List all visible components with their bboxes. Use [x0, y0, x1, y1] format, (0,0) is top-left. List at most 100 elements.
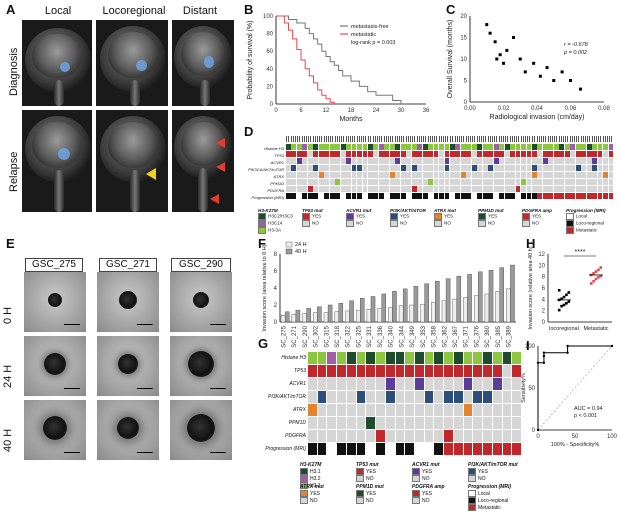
heatmap-row-label: TP53 — [274, 153, 284, 158]
heatmap-cell — [384, 158, 390, 165]
heatmap-cell — [395, 144, 401, 151]
x-tick-label: 24 — [373, 108, 380, 114]
e-row-label-40h: 40 H — [2, 428, 14, 452]
heatmap-cell — [384, 186, 390, 193]
legend-swatch — [468, 468, 476, 475]
heatmap-cell — [592, 151, 597, 158]
heatmap-cell — [411, 193, 417, 200]
legend-label: YES — [400, 213, 410, 219]
legend-item: H3.1 — [300, 468, 321, 475]
heatmap-cell — [492, 443, 502, 455]
x-tick-label: 12 — [323, 108, 330, 114]
panel-label-h: H — [526, 236, 536, 251]
legend-label: NO — [366, 497, 374, 504]
heatmap-cell — [406, 186, 412, 193]
legend-label: YES — [532, 213, 542, 219]
heatmap-cell — [444, 404, 453, 416]
y-tick-label: 8 — [542, 275, 546, 281]
heatmap-cell — [586, 179, 592, 186]
y-tick-label: 0 — [532, 428, 536, 434]
heatmap-cell — [405, 430, 414, 442]
legend-swatch — [566, 213, 574, 220]
heatmap-d-column-tick — [302, 136, 307, 142]
spheroid — [193, 292, 209, 308]
heatmap-cell — [385, 352, 395, 364]
heatmap-cell — [424, 352, 434, 364]
heatmap-cell — [366, 417, 376, 429]
heatmap-cell — [460, 172, 466, 179]
heatmap-cell — [406, 144, 412, 151]
heatmap-cell — [608, 165, 614, 172]
heatmap-cell — [317, 352, 327, 364]
heatmap-d-column-tick — [417, 136, 422, 142]
heatmap-cell — [483, 352, 492, 364]
heatmap-cell — [450, 172, 455, 179]
heatmap-cell — [385, 417, 395, 429]
heatmap-cell — [581, 193, 587, 200]
heatmap-cell — [346, 144, 351, 151]
heatmap-d-column-tick — [526, 136, 531, 142]
dot-point — [562, 303, 566, 307]
heatmap-cell — [597, 172, 603, 179]
bar — [334, 311, 339, 323]
heatmap-cell — [537, 144, 543, 151]
heatmap-cell — [400, 186, 406, 193]
heatmap-cell — [324, 186, 330, 193]
heatmap-cell — [313, 158, 319, 165]
heatmap-cell — [376, 391, 385, 403]
heatmap-cell — [422, 158, 428, 165]
bar — [420, 303, 425, 323]
heatmap-cell — [570, 179, 576, 186]
heatmap-cell — [400, 151, 406, 158]
dot-point — [592, 279, 595, 283]
x-category-label: Metastatic — [583, 326, 608, 332]
heatmap-cell — [575, 172, 581, 179]
heatmap-cell — [499, 193, 505, 200]
red-arrow-icon — [216, 162, 225, 172]
heatmap-cell — [492, 404, 502, 416]
heatmap-cell — [504, 144, 510, 151]
heatmap-d-column-tick — [433, 136, 439, 142]
legend-item: YES — [356, 490, 384, 497]
heatmap-cell — [532, 179, 537, 186]
heatmap-d-column-tick — [395, 136, 400, 142]
legend-label: NO — [444, 220, 451, 226]
heatmap-cell — [570, 186, 576, 193]
heatmap-cell — [526, 179, 532, 186]
heatmap-cell — [428, 186, 433, 193]
legend-swatch — [302, 213, 310, 220]
legend-swatch — [468, 490, 476, 497]
mutation-heatmap-g — [308, 352, 522, 456]
heatmap-cell — [356, 391, 366, 403]
legend-swatch — [285, 241, 293, 248]
bar — [506, 288, 511, 323]
legend-item: H3C14 — [258, 220, 293, 227]
heatmap-cell — [433, 172, 439, 179]
heatmap-cell — [346, 404, 356, 416]
heatmap-cell — [337, 430, 346, 442]
heatmap-cell — [317, 430, 327, 442]
legend-label: NO — [422, 475, 430, 482]
legend-label: H3C2/H3C3 — [268, 213, 293, 219]
x-tick-label: GSC_376 — [474, 325, 480, 348]
heatmap-cell — [581, 144, 587, 151]
y-tick-label: 50 — [528, 386, 535, 392]
x-tick-label: 6 — [299, 108, 303, 114]
heatmap-cell — [439, 179, 444, 186]
heatmap-cell — [473, 417, 483, 429]
x-tick-label: GSC_336 — [378, 325, 384, 348]
legend-swatch — [566, 220, 574, 227]
y-axis-label: Sensitivity% — [521, 373, 527, 403]
heatmap-cell — [473, 378, 483, 390]
heatmap-d-column-tick — [286, 136, 291, 142]
legend-title: Progression (MRI) — [566, 208, 606, 213]
heatmap-cell — [597, 144, 603, 151]
heatmap-d-column-tick — [444, 136, 449, 142]
heatmap-cell — [329, 179, 335, 186]
y-tick-label: 10 — [538, 263, 545, 269]
heatmap-cell — [559, 151, 565, 158]
